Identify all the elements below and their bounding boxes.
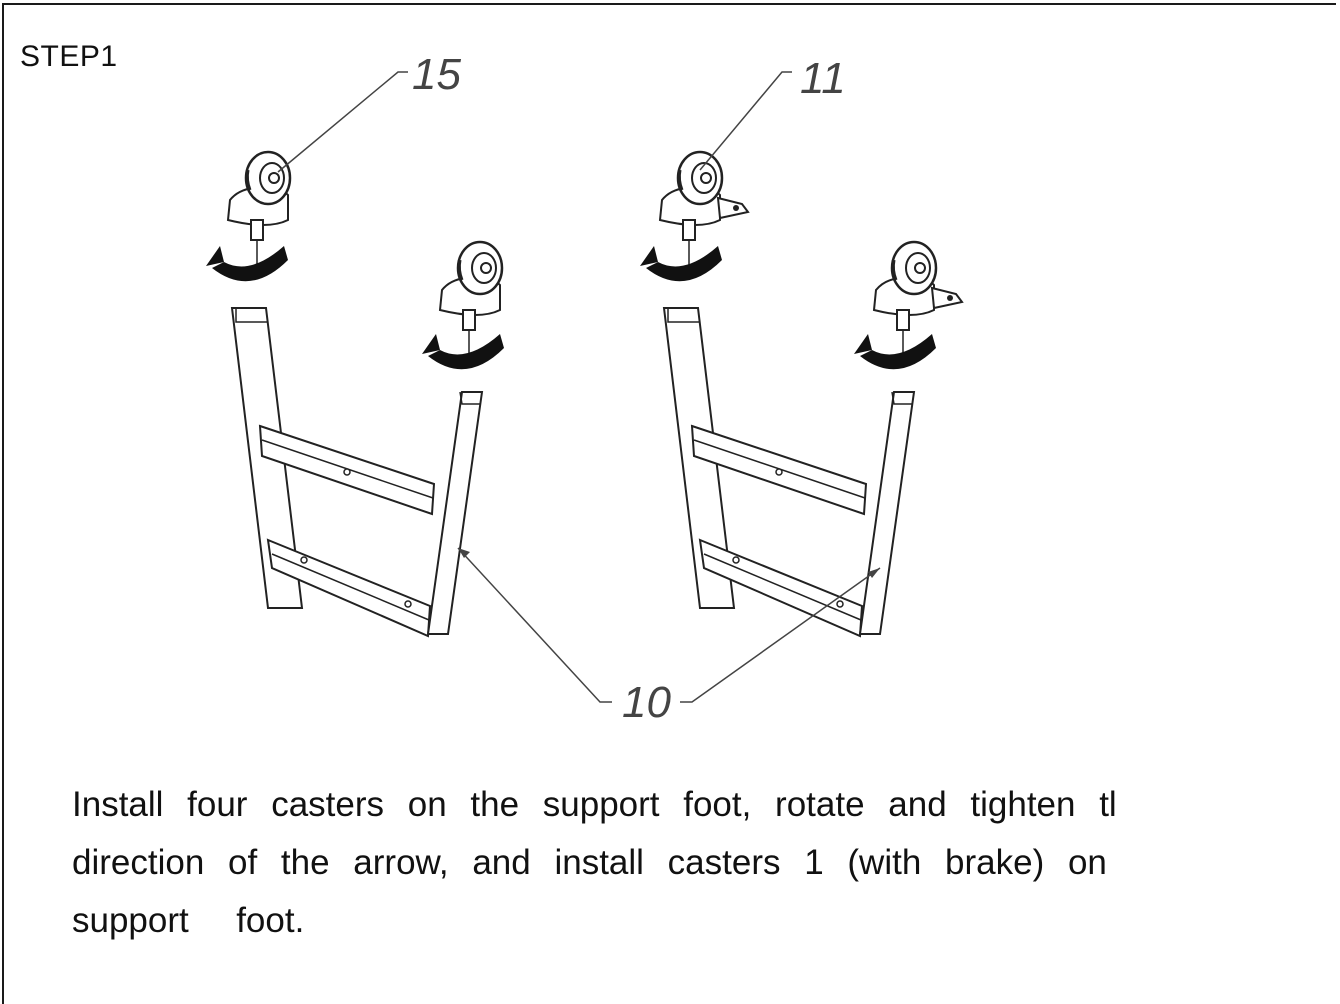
caster-brake-front [872, 240, 963, 364]
rotate-arrow-icon [422, 334, 504, 370]
rotate-arrow-icon [854, 334, 936, 370]
callout-11: 11 [800, 54, 846, 103]
leader-arrowhead [458, 548, 470, 558]
instruction-line-2: direction of the arrow, and install cast… [72, 843, 1107, 882]
caster-brake-rear [658, 150, 749, 274]
leader-arrowhead [868, 568, 880, 578]
rotate-arrow-icon [206, 246, 288, 282]
step-title: STEP1 [20, 40, 118, 73]
rotate-arrow-icon [640, 246, 722, 282]
leader-lines [277, 71, 881, 703]
instruction-text: Install four casters on the support foot… [72, 776, 1340, 950]
instruction-line-1: Install four casters on the support foot… [72, 785, 1117, 824]
callout-15: 15 [412, 50, 461, 99]
callout-10: 10 [622, 678, 671, 727]
assembly-illustration [206, 71, 963, 703]
page-frame [2, 3, 1336, 1004]
instruction-line-3: support foot. [72, 901, 305, 940]
